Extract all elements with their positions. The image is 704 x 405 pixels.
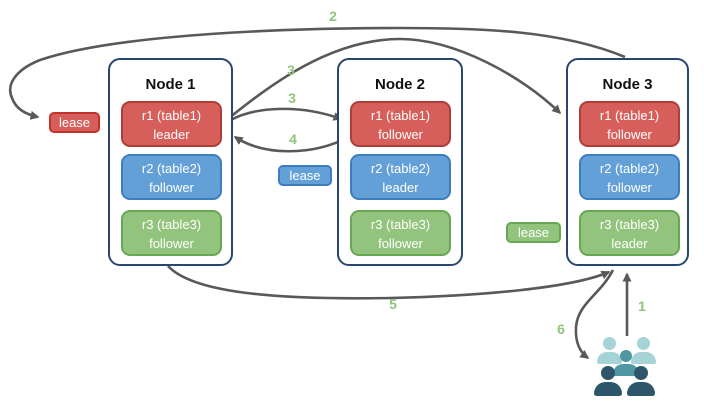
node2-r2-leader: r2 (table2) leader [350, 154, 451, 200]
node-1-title: Node 1 [145, 76, 196, 93]
node-2-title: Node 2 [374, 76, 425, 93]
node1-r3-follower: r3 (table3) follower [121, 210, 222, 256]
replica-name: r3 (table3) [141, 217, 202, 232]
replica-role: follower [378, 236, 423, 251]
node2-r1-follower: r1 (table1) follower [350, 101, 451, 147]
step-label-6: 6 [557, 321, 565, 337]
step-label-5: 5 [389, 296, 397, 312]
arrow-step3-leader-to-node3-follower [223, 37, 562, 124]
step-label-4: 4 [289, 131, 297, 147]
replica-name: r1 (table1) [141, 108, 202, 123]
node3-r3-leader: r3 (table3) leader [579, 210, 680, 256]
replica-role: leader [611, 236, 648, 251]
arrow-step2-gateway-to-leaseholder [9, 26, 626, 120]
step-label-1: 1 [638, 298, 646, 314]
node-1: Node 1 r1 (table1) leader r2 (table2) fo… [108, 58, 233, 266]
node-3: Node 3 r1 (table1) follower r2 (table2) … [566, 58, 689, 266]
node2-r3-follower: r3 (table3) follower [350, 210, 451, 256]
replica-name: r3 (table3) [599, 217, 660, 232]
node3-r1-follower: r1 (table1) follower [579, 101, 680, 147]
step-label-2: 2 [329, 8, 337, 24]
replica-name: r1 (table1) [599, 108, 660, 123]
step-label-3-to-node3: 3 [287, 62, 295, 78]
replica-name: r3 (table3) [370, 217, 431, 232]
replica-name: r2 (table2) [370, 161, 431, 176]
replica-name: r2 (table2) [599, 161, 660, 176]
node1-r1-leader: r1 (table1) leader [121, 101, 222, 147]
node1-r2-follower: r2 (table2) follower [121, 154, 222, 200]
arrow-step3-leader-to-node2-follower [225, 107, 343, 125]
replica-role: follower [378, 127, 423, 142]
node3-r2-follower: r2 (table2) follower [579, 154, 680, 200]
arrow-step6-response-to-client [574, 269, 615, 360]
replica-role: leader [382, 180, 419, 195]
replica-name: r1 (table1) [370, 108, 431, 123]
node-3-title: Node 3 [602, 76, 653, 93]
replica-role: follower [607, 127, 652, 142]
lease-tag-r1: lease [49, 112, 100, 133]
replica-role: follower [149, 236, 194, 251]
replica-role: follower [607, 180, 652, 195]
replica-role: follower [149, 180, 194, 195]
lease-tag-r3: lease [506, 222, 561, 243]
replica-name: r2 (table2) [141, 161, 202, 176]
arrow-step4-follower-ack-to-leader [233, 135, 350, 153]
step-label-3-to-node2: 3 [288, 90, 296, 106]
lease-tag-r2: lease [278, 165, 332, 186]
node-2: Node 2 r1 (table1) follower r2 (table2) … [337, 58, 463, 266]
arrow-step5-response-to-gateway [167, 265, 611, 300]
replica-role: leader [153, 127, 190, 142]
